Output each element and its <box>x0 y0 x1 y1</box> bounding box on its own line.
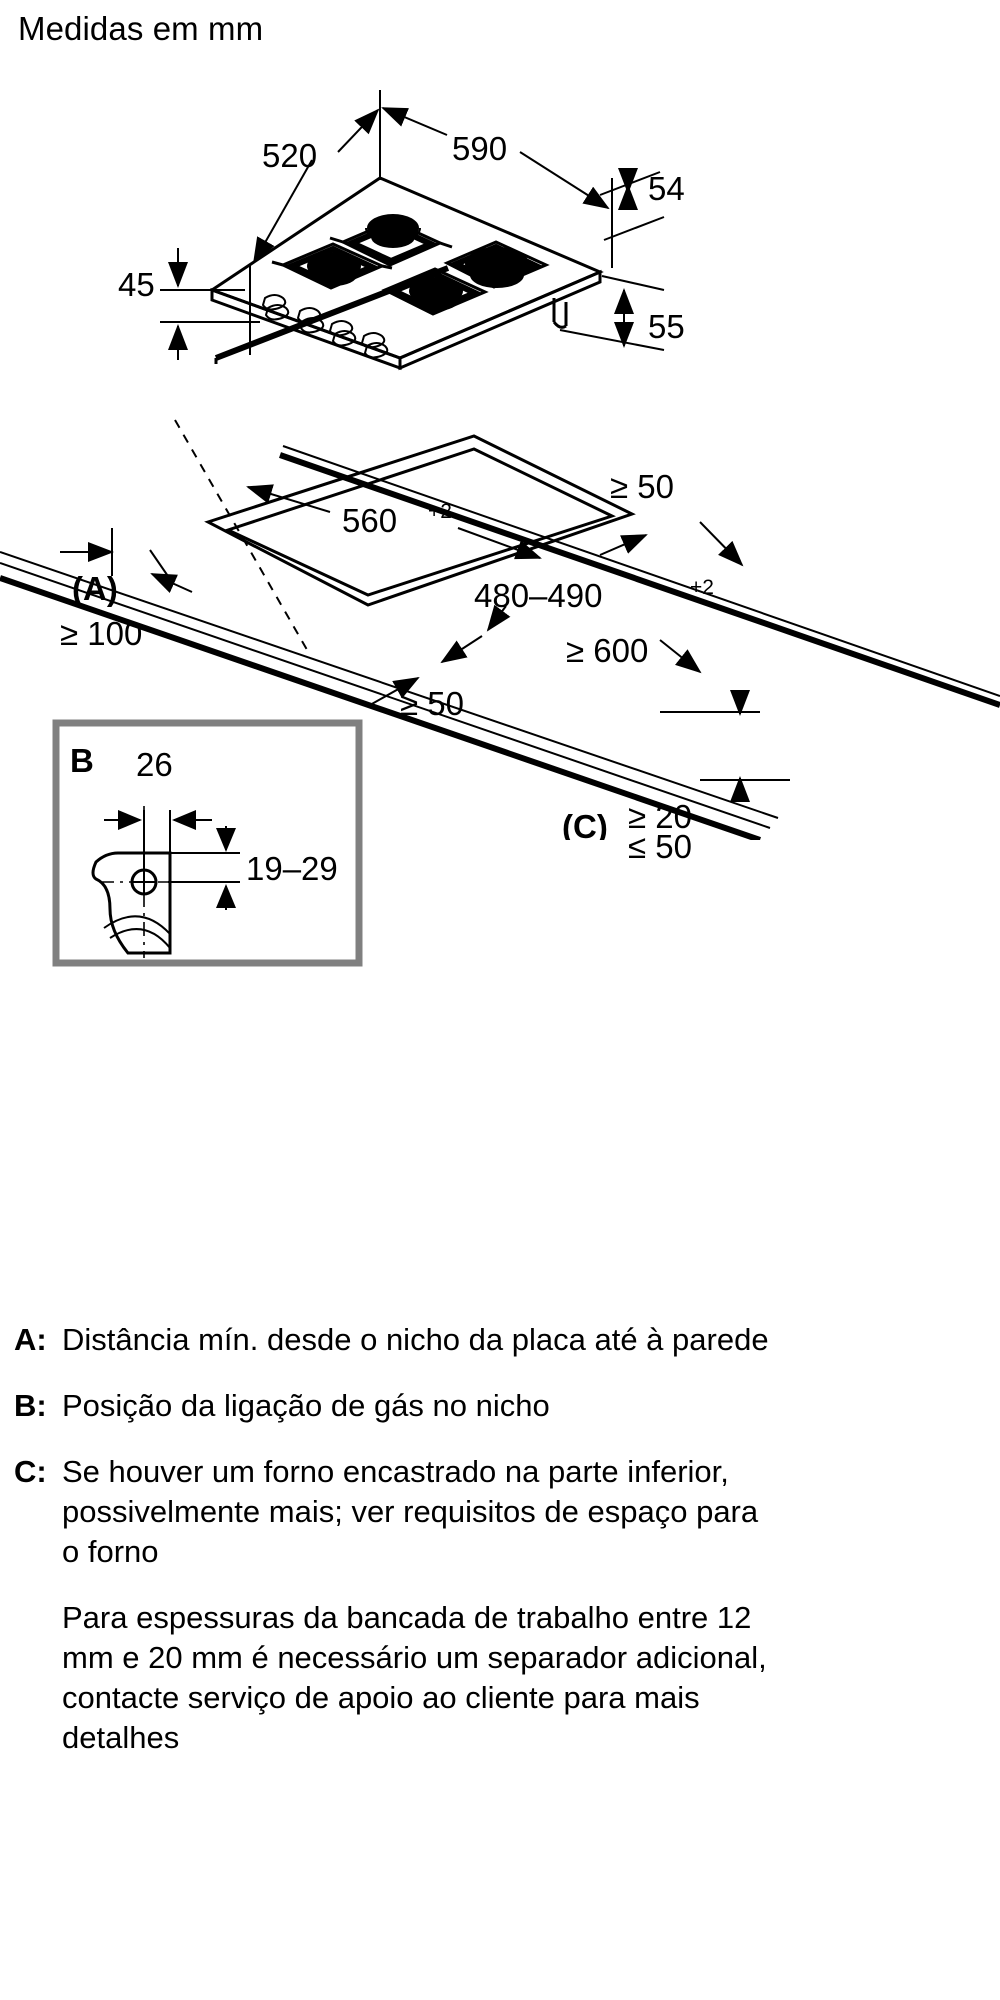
dim-label-19-29: 19–29 <box>246 850 338 887</box>
dim-45: 45 <box>118 248 260 360</box>
legend-row-a: A: Distância mín. desde o nicho da placa… <box>14 1320 774 1360</box>
dim-label-A: (A) <box>72 570 118 607</box>
worktop-diagram: 560 +2 480–490 +2 ≥ 50 (A) ≥ 100 <box>0 419 1000 840</box>
dim-label-520: 520 <box>262 137 317 174</box>
worktop-diagram-overflow: ≤ 50 <box>628 828 692 865</box>
gas-connection-bracket <box>91 806 186 958</box>
inset-b-box: B 26 19–29 <box>52 719 363 967</box>
dim-560: 560 +2 <box>246 484 542 560</box>
dim-label-480-490: 480–490 <box>474 577 602 614</box>
dim-26: 26 <box>104 746 212 870</box>
page-title: Medidas em mm <box>18 10 264 47</box>
projection-line <box>174 419 311 656</box>
dim-label-side-clearance: ≥ 50 <box>400 685 464 722</box>
legend-key-c: C: <box>14 1454 47 1489</box>
dim-below-thickness: (C) ≥ 20 <box>562 690 790 840</box>
legend-footnote: Para espessuras da bancada de trabalho e… <box>62 1600 767 1755</box>
dim-label-A-value: ≥ 100 <box>60 615 142 652</box>
dim-depth-below: ≥ 600 <box>566 632 702 674</box>
dim-wall-distance: (A) ≥ 100 <box>60 528 193 652</box>
hob-body <box>208 176 604 371</box>
dim-label-560: 560 <box>342 502 397 539</box>
dim-19-29: 19–29 <box>168 826 338 910</box>
dim-label-depth-below: ≥ 600 <box>566 632 648 669</box>
legend-key-a: A: <box>14 1322 47 1357</box>
legend-row-c: C: Se houver um forno encastrado na part… <box>14 1452 774 1572</box>
dim-54: 54 <box>599 168 685 241</box>
dim-520: 520 <box>249 90 381 355</box>
inset-frame <box>52 719 363 967</box>
dim-label-480-490-sup: +2 <box>690 576 714 599</box>
legend-text-b: Posição da ligação de gás no nicho <box>62 1388 550 1423</box>
legend-key-b: B: <box>14 1388 47 1423</box>
dim-label-45: 45 <box>118 266 155 303</box>
dim-label-54: 54 <box>648 170 685 207</box>
dim-side-clearance: ≥ 50 <box>369 635 483 722</box>
dim-label-590: 590 <box>452 130 507 167</box>
pan-supports <box>271 214 550 316</box>
dim-rear-clearance: ≥ 50 <box>610 468 744 567</box>
worktop-cutout <box>204 434 636 607</box>
inset-label-B: B <box>70 742 94 779</box>
dim-label-C: (C) <box>562 808 608 840</box>
dim-label-rear-clearance: ≥ 50 <box>610 468 674 505</box>
legend-block: A: Distância mín. desde o nicho da placa… <box>14 1320 774 1758</box>
control-knobs <box>261 294 389 359</box>
dim-55: 55 <box>559 275 685 351</box>
dim-480-490: 480–490 +2 <box>474 534 714 632</box>
dim-label-26: 26 <box>136 746 173 783</box>
dim-label-55: 55 <box>648 308 685 345</box>
hob-diagram: 520 590 54 55 <box>118 90 685 371</box>
dim-590: 590 <box>381 107 613 268</box>
worktop-rear-edge <box>279 445 1000 708</box>
legend-text-a: Distância mín. desde o nicho da placa at… <box>62 1322 769 1357</box>
dim-label-560-sup: +2 <box>428 500 452 523</box>
dim-label-C-min: ≥ 20 <box>628 798 692 835</box>
gas-connection-stub <box>552 298 568 329</box>
legend-row-b: B: Posição da ligação de gás no nicho <box>14 1386 774 1426</box>
dim-label-C-max: ≤ 50 <box>628 828 692 865</box>
legend-text-c: Se houver um forno encastrado na parte i… <box>62 1454 759 1569</box>
